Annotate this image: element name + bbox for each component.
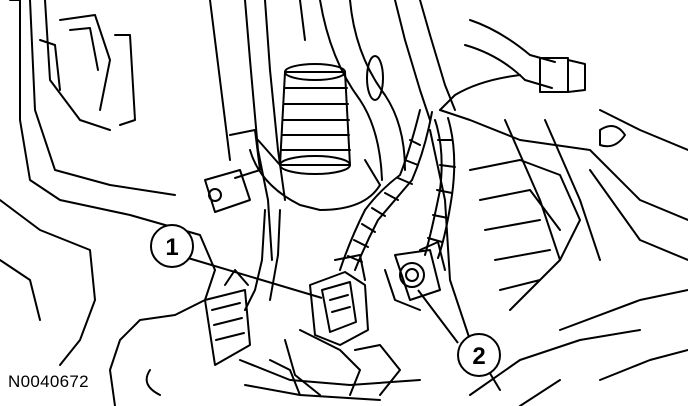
left-frame-structure bbox=[0, 0, 216, 406]
callout-1-leader bbox=[187, 257, 323, 299]
connector-1-body bbox=[269, 254, 401, 396]
callout-2-leader bbox=[417, 289, 459, 344]
callout-1: 1 bbox=[150, 224, 194, 268]
illustration-id: N0040672 bbox=[8, 372, 89, 391]
wiring-harness bbox=[339, 109, 456, 271]
overhead-pipe bbox=[319, 0, 586, 181]
lower-pipes bbox=[145, 359, 421, 401]
callout-1-number: 1 bbox=[165, 234, 178, 261]
mounting-bracket bbox=[204, 129, 281, 311]
vertical-tube-assembly bbox=[209, 0, 306, 261]
tube-fitting bbox=[249, 63, 381, 211]
harness-clip bbox=[204, 269, 251, 366]
callout-2-number: 2 bbox=[472, 343, 485, 370]
connector-2-sensor bbox=[384, 241, 446, 311]
callout-2: 2 bbox=[457, 333, 501, 377]
